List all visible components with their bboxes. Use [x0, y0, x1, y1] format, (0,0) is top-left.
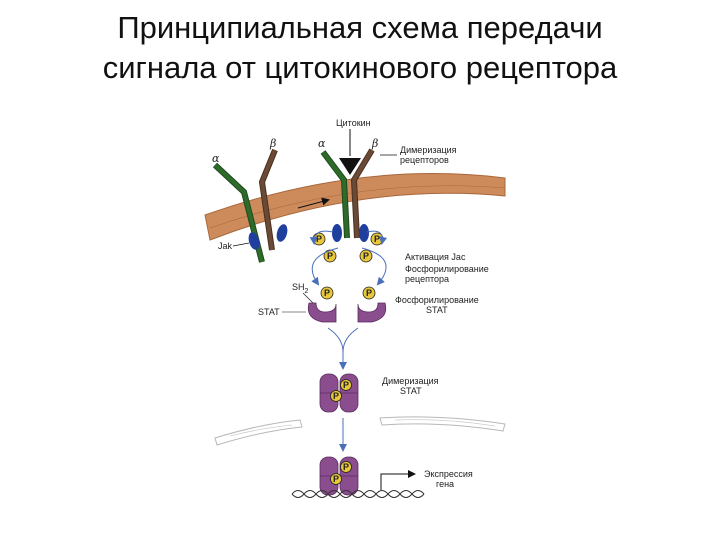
- phosphorylation-arrow-right-upper: [366, 230, 388, 245]
- phosphate-receptor-1-label: P: [316, 234, 322, 244]
- stat-dimerization-label-2: STAT: [400, 386, 422, 396]
- nuclear-envelope: [214, 416, 506, 446]
- cytokine-label: Цитокин: [336, 118, 371, 128]
- beta-label-right: β: [371, 137, 378, 150]
- phosphate-stat-right: [362, 286, 376, 300]
- slide-title: Принципиальная схема передачи сигнала от…: [0, 8, 720, 88]
- stat-dimerization-label-1: Димеризация: [382, 376, 439, 386]
- jak-activation-label: Активация Jac: [405, 252, 466, 262]
- phosphate-receptor-3-label: P: [327, 251, 333, 261]
- stat-monomer-left: [307, 302, 337, 323]
- jak-kinase-left-2: [276, 224, 288, 242]
- stat-phosphorylation-label-2: STAT: [426, 305, 448, 315]
- jak-leader: [232, 242, 250, 247]
- gene-expression-label-2: гена: [436, 479, 454, 489]
- stat-monomer-right: [357, 302, 387, 323]
- phosphate-stat-right-label: P: [366, 288, 372, 298]
- phosphate-dimer-2-label: P: [333, 391, 339, 401]
- sh2-leader: [302, 292, 314, 304]
- jak-label: Jak: [218, 241, 233, 251]
- phosphate-nuclear-2-label: P: [333, 474, 339, 484]
- title-line-1: Принципиальная схема передачи: [117, 10, 603, 45]
- stat-recruit-arrow-left: [311, 247, 339, 286]
- phosphate-receptor-4: [359, 249, 373, 263]
- phosphorylation-arrow-left-upper: [309, 230, 334, 245]
- cell-membrane: [204, 173, 506, 241]
- phosphate-stat-left-label: P: [324, 288, 330, 298]
- phosphate-nuclear-1-label: P: [343, 462, 349, 472]
- phosphate-receptor-2-label: P: [374, 234, 380, 244]
- phosphate-dimer-1: [340, 379, 352, 391]
- phosphate-nuclear-2: [330, 473, 342, 485]
- dimerization-receptors-label-1: Димеризация: [400, 145, 457, 155]
- membrane-movement-arrow: [297, 197, 330, 209]
- stat-dimer-nuclear: P P: [319, 456, 359, 496]
- jak-kinase-left-1: [248, 232, 260, 250]
- jak-kinase-right-1: [332, 224, 342, 242]
- alpha-label-right: α: [318, 137, 326, 150]
- gene-expression-arrow: [380, 470, 416, 490]
- stat-recruit-arrow-right: [361, 247, 387, 286]
- receptor-phosphorylation-label-2: рецептора: [405, 274, 449, 284]
- beta-receptor-dimer: [350, 148, 375, 239]
- phosphate-nuclear-1: [340, 461, 352, 473]
- cytokine-triangle: [339, 158, 361, 175]
- stat-phosphorylation-label-1: Фосфорилирование: [395, 295, 479, 305]
- alpha-receptor-dimer: [320, 150, 350, 239]
- stat-label: STAT: [258, 307, 280, 317]
- stat-converge-arrow: [327, 327, 359, 368]
- dimerization-receptors-label-2: рецепторов: [400, 155, 449, 165]
- beta-label-left: β: [269, 137, 276, 150]
- gene-expression-label-1: Экспрессия: [424, 469, 473, 479]
- title-line-2: сигнала от цитокинового рецептора: [102, 50, 618, 85]
- dna-helix: [291, 490, 425, 498]
- phosphate-stat-left: [320, 286, 334, 300]
- phosphate-receptor-4-label: P: [363, 251, 369, 261]
- jak-kinase-right-2: [359, 224, 369, 242]
- stat-dimer: P P: [319, 373, 359, 413]
- alpha-label-left: α: [212, 152, 220, 165]
- phosphate-dimer-1-label: P: [343, 380, 349, 390]
- sh2-label: SH2: [292, 282, 309, 295]
- receptor-phosphorylation-label-1: Фосфорилирование: [405, 264, 489, 274]
- beta-receptor-monomer: [258, 148, 278, 251]
- phosphate-dimer-2: [330, 390, 342, 402]
